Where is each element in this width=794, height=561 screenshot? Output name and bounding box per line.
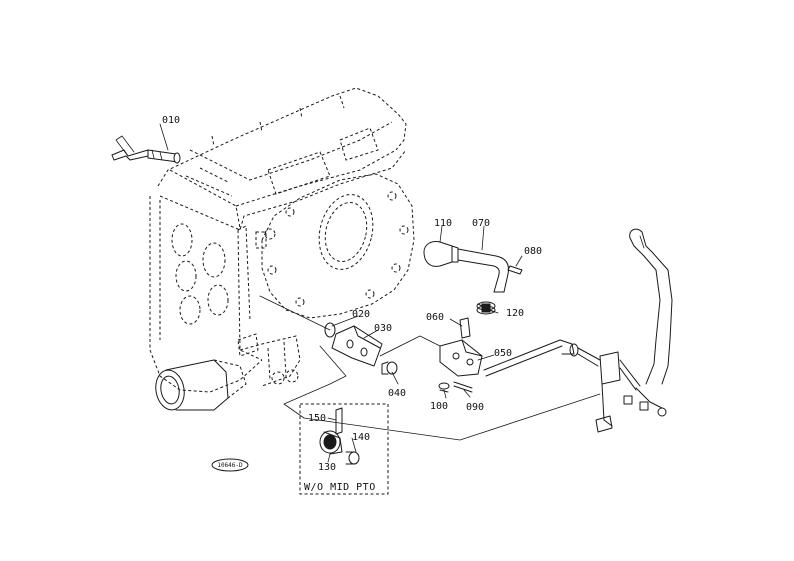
part-120-spring bbox=[476, 301, 496, 315]
part-090-cotter-pin bbox=[453, 381, 473, 393]
part-label-050: 050 bbox=[494, 348, 512, 359]
part-label-020: 020 bbox=[352, 309, 370, 320]
part-label-150: 150 bbox=[308, 413, 326, 424]
part-label-110: 110 bbox=[434, 218, 452, 229]
engine-housing bbox=[149, 87, 415, 411]
part-020-o-ring bbox=[324, 322, 336, 338]
part-label-070: 070 bbox=[472, 218, 490, 229]
part-number-labels: 010 020 030 040 050 060 070 080 090 100 110 120 130 1… bbox=[162, 115, 542, 473]
inset-box-without-mid-pto bbox=[299, 403, 389, 495]
drawing-code-stamp: 10646-D bbox=[211, 458, 249, 472]
inset-note: W/O MID PTO bbox=[304, 482, 376, 493]
part-140-plug bbox=[345, 451, 360, 465]
drawing-code: 10646-D bbox=[217, 462, 243, 469]
part-070-lever-rod bbox=[457, 248, 509, 293]
part-label-120: 120 bbox=[506, 308, 524, 319]
part-150-bolt bbox=[335, 407, 343, 435]
leader-lines bbox=[159, 123, 601, 441]
pto-linkage-rod bbox=[483, 339, 667, 433]
part-030-housing-block bbox=[331, 325, 383, 367]
part-label-010: 010 bbox=[162, 115, 180, 126]
part-label-130: 130 bbox=[318, 462, 336, 473]
part-label-100: 100 bbox=[430, 401, 448, 412]
part-050-lever-bracket bbox=[439, 339, 483, 377]
part-label-140: 140 bbox=[352, 432, 370, 443]
part-110-knob bbox=[423, 241, 459, 267]
part-label-080: 080 bbox=[524, 246, 542, 257]
part-label-060: 060 bbox=[426, 312, 444, 323]
part-080-clip bbox=[507, 265, 523, 275]
part-040-plug bbox=[381, 361, 398, 375]
pto-lever-arm bbox=[629, 228, 673, 385]
part-060-pin bbox=[459, 317, 471, 339]
part-130-cap bbox=[319, 430, 343, 455]
part-label-030: 030 bbox=[374, 323, 392, 334]
part-010-crank-handle bbox=[111, 135, 181, 164]
part-label-040: 040 bbox=[388, 388, 406, 399]
part-label-090: 090 bbox=[466, 402, 484, 413]
